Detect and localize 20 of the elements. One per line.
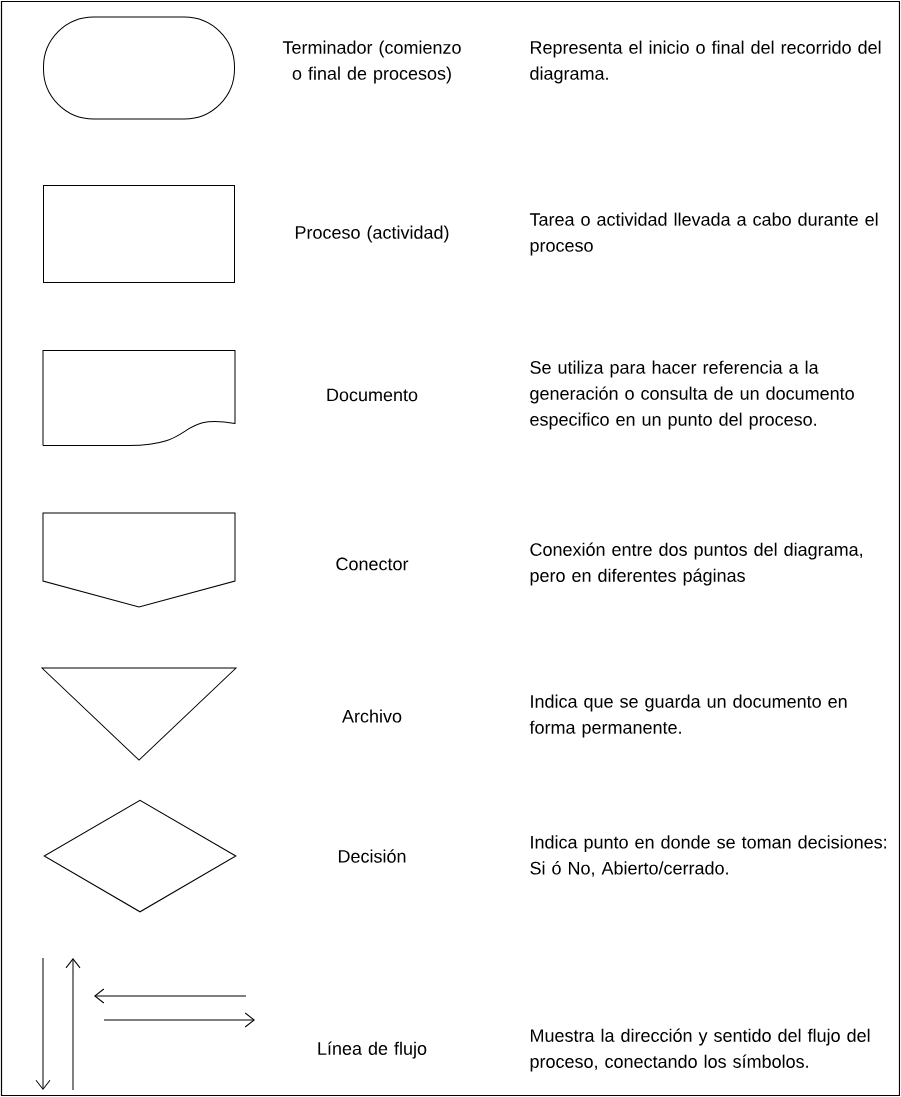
symbol-name: Decisión — [338, 849, 406, 863]
description-text: Representa el inicio o final del recorrido del diagrama. — [530, 40, 881, 84]
symbol-name: Conector — [336, 557, 409, 571]
symbol-name: Archivo — [342, 709, 402, 723]
connector-shape — [42, 512, 236, 608]
terminator-shape — [43, 16, 235, 120]
description-text: Conexión entre dos puntos del diagrama, pero en diferentes páginas — [530, 542, 862, 586]
description-text: Muestra la dirección y sentido del flujo del proceso, conectando los símbolos. — [530, 1028, 870, 1072]
symbol-name: Línea de flujo — [318, 1041, 427, 1059]
symbol-name: Terminador (comienzo o final de procesos) — [282, 40, 461, 84]
decision-diamond — [43, 799, 237, 913]
description-text: Se utiliza para hacer referencia a la generación o consulta de un documento especifico en un punto del proceso. — [530, 360, 854, 430]
description-text: Tarea o actividad llevada a cabo durante el proceso — [529, 212, 878, 256]
archive-triangle — [41, 667, 237, 761]
document-shape — [42, 350, 236, 446]
symbol-name: Documento — [327, 388, 418, 402]
description-text: Indica que se guarda un documento en forma permanente. — [529, 694, 847, 738]
process-box — [43, 185, 235, 283]
description-text: Indica punto en donde se toman decisiones: Si ó No, Abierto/cerrado. — [530, 835, 886, 877]
symbol-name: Proceso (actividad) — [295, 225, 449, 243]
